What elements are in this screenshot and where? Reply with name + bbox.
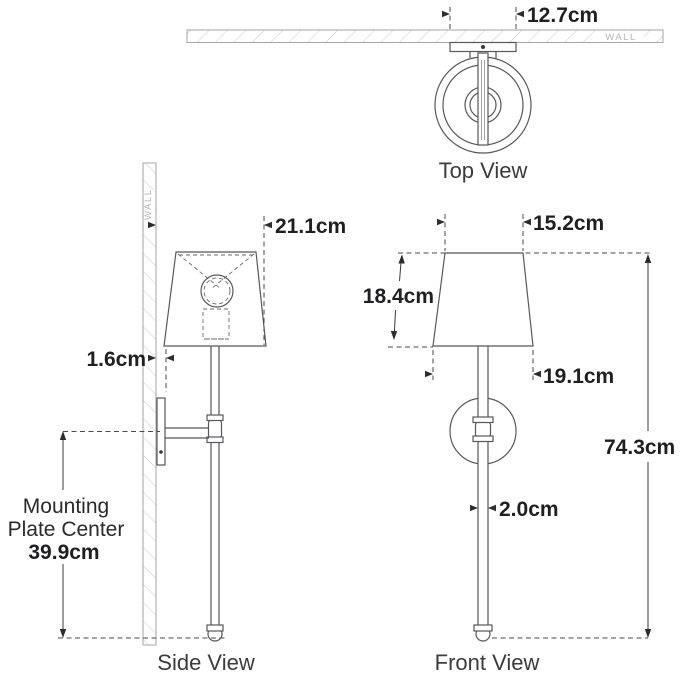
dim-backplate-width: 12.7cm xyxy=(442,4,598,29)
dim-projection-text: 21.1cm xyxy=(275,215,346,238)
dim-wall-gap-text: 1.6cm xyxy=(86,348,146,371)
top-view-stem-bar xyxy=(477,52,489,146)
dim-wall-gap: 1.6cm xyxy=(86,348,174,392)
arrowhead-left xyxy=(523,218,531,226)
side-view-knob-collar-bottom xyxy=(206,436,224,444)
arrowhead-right xyxy=(437,218,445,226)
arrowhead-left xyxy=(516,10,524,18)
top-view-title: Top View xyxy=(439,158,528,183)
side-view-harp-left xyxy=(177,253,222,290)
dim-stem-width: 2.0cm xyxy=(470,498,559,521)
arrowhead-up xyxy=(59,431,67,440)
arrowhead-left xyxy=(488,504,496,512)
side-view-bulb-inner xyxy=(203,277,231,305)
side-view-bulb xyxy=(200,274,234,308)
arrowhead-right xyxy=(470,504,478,512)
front-view-knob-collar-top xyxy=(472,416,494,424)
side-view-plate-screw xyxy=(159,450,163,454)
front-view-title: Front View xyxy=(435,650,540,675)
front-view-shade xyxy=(432,252,534,347)
arrowhead-down xyxy=(59,629,67,638)
dim-shade-bottom-width-text: 19.1cm xyxy=(543,365,614,388)
front-view-knob xyxy=(474,421,492,438)
arrowhead-left xyxy=(533,370,541,378)
dim-shade-height-text: 18.4cm xyxy=(363,285,434,308)
arrowhead-right xyxy=(148,354,156,362)
dim-shade-height: 18.4cm xyxy=(363,254,434,348)
arrowhead-right xyxy=(148,221,156,229)
dim-shade-bottom-width: 19.1cm xyxy=(425,350,614,388)
mounting-note-line2: Plate Center xyxy=(8,518,125,541)
arrowhead-up xyxy=(644,254,652,263)
arrowhead-up xyxy=(398,254,405,264)
dim-projection: 21.1cm xyxy=(148,215,346,345)
side-view-shade xyxy=(163,251,267,347)
mounting-note-value: 39.9cm xyxy=(28,541,99,564)
dim-backplate-width-text: 12.7cm xyxy=(527,4,598,27)
side-view-harp-right xyxy=(210,253,255,290)
side-view-knob-collar-top xyxy=(206,414,224,422)
arrowhead-left xyxy=(264,221,272,229)
side-view-title: Side View xyxy=(157,650,255,675)
dim-overall-height: 74.3cm xyxy=(492,254,675,639)
top-view-screw xyxy=(481,45,485,49)
front-view: 15.2cm 18.4cm 19.1cm 2.0cm xyxy=(363,212,675,675)
mounting-note-line1: Mounting xyxy=(23,495,109,518)
top-view-wall-label: WALL xyxy=(605,32,637,43)
side-view: WALL 21.1cm xyxy=(8,162,346,675)
front-view-finial-collar xyxy=(473,624,493,632)
side-view-wall-section xyxy=(142,162,157,646)
side-view-finial-collar xyxy=(206,624,224,632)
front-view-knob-collar-bottom xyxy=(472,435,494,443)
top-view: WALL 12.7cm Top View xyxy=(186,4,664,183)
side-view-knob xyxy=(207,419,223,439)
arrowhead-down xyxy=(390,331,398,340)
arrowhead-left xyxy=(166,354,174,362)
arrowhead-down xyxy=(644,629,652,638)
dim-shade-top-width-text: 15.2cm xyxy=(533,212,604,235)
dim-overall-height-text: 74.3cm xyxy=(604,436,675,459)
wall-label-bg xyxy=(598,31,644,42)
arrowhead-right xyxy=(425,370,433,378)
dim-stem-width-text: 2.0cm xyxy=(499,498,559,521)
dim-shade-top-width: 15.2cm xyxy=(437,212,604,251)
arrowhead-right xyxy=(442,10,450,18)
dim-mounting-plate-center: Mounting Plate Center 39.9cm xyxy=(8,431,228,639)
wall-label-bg-side xyxy=(144,190,155,222)
side-view-wall-label: WALL xyxy=(143,188,154,220)
top-view-wall-section xyxy=(186,29,664,43)
